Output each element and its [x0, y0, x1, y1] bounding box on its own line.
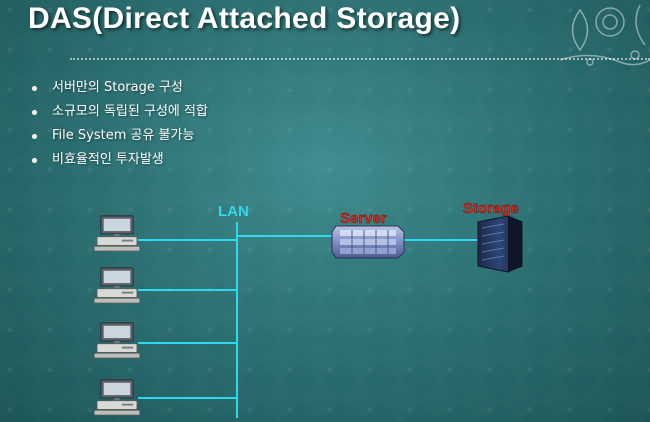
storage-label: Storage: [463, 200, 519, 217]
bullet-item: 서버만의 Storage 구성: [32, 76, 208, 100]
bullet-dot-icon: [32, 158, 37, 163]
bullet-item: 소규모의 독립된 구성에 적합: [32, 100, 208, 124]
lan-label: LAN: [218, 203, 249, 220]
desktop-computer-icon: [93, 215, 141, 252]
title-underline: [70, 58, 650, 60]
bullet-text: 소규모의 독립된 구성에 적합: [52, 104, 208, 119]
server-label: Server: [340, 210, 387, 227]
bullet-text: 비효율적인 투자발생: [52, 152, 164, 167]
bullet-dot-icon: [32, 110, 37, 115]
bullet-text: 서버만의 Storage 구성: [52, 80, 183, 95]
bullet-dot-icon: [32, 86, 37, 91]
server-icon: [331, 225, 405, 259]
desktop-computer-icon: [93, 322, 141, 359]
bullet-list: 서버만의 Storage 구성 소규모의 독립된 구성에 적합 File Sys…: [32, 76, 208, 172]
lan-wiring: [138, 222, 478, 418]
bullet-item: File System 공유 불가능: [32, 124, 208, 148]
bullet-text: File System 공유 불가능: [52, 128, 195, 143]
desktop-computer-icon: [93, 379, 141, 416]
bullet-item: 비효율적인 투자발생: [32, 148, 208, 172]
desktop-computer-icon: [93, 267, 141, 304]
bullet-dot-icon: [32, 134, 37, 139]
corner-ornament-icon: [559, 4, 650, 66]
storage-array-icon: [477, 215, 523, 273]
slide-title: DAS(Direct Attached Storage): [28, 2, 461, 35]
